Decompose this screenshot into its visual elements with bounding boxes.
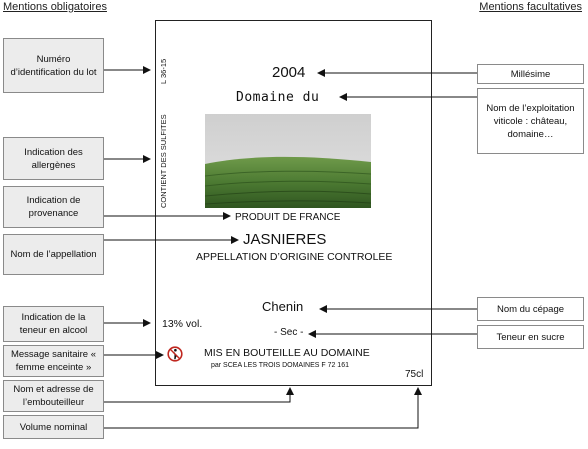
label-origin: PRODUIT DE FRANCE	[235, 212, 341, 223]
box-estate-name: Nom de l’exploitation viticole : château…	[477, 88, 584, 154]
label-alcohol: 13% vol.	[162, 318, 203, 330]
box-alcohol: Indication de la teneur en alcool	[3, 306, 104, 342]
arrow-bottler	[104, 387, 294, 403]
heading-mandatory: Mentions obligatoires	[3, 1, 107, 13]
box-appellation: Nom de l’appellation	[3, 234, 104, 275]
heading-optional: Mentions facultatives	[479, 1, 582, 13]
label-sugar: - Sec -	[274, 327, 304, 338]
label-appellation: JASNIERES	[243, 231, 327, 248]
pregnancy-warning-icon	[167, 346, 183, 362]
label-year: 2004	[272, 64, 306, 81]
arrow-volume	[104, 387, 422, 429]
box-sugar-content: Teneur en sucre	[477, 325, 584, 349]
box-lot-number: Numéro d’identification du lot	[3, 38, 104, 93]
label-bottler: par SCEA LES TROIS DOMAINES F 72 161	[211, 362, 349, 369]
label-aoc: APPELLATION D’ORIGINE CONTROLEE	[196, 251, 393, 263]
box-grape-variety: Nom du cépage	[477, 297, 584, 321]
label-volume: 75cl	[405, 369, 424, 380]
label-grape: Chenin	[262, 299, 304, 314]
box-vintage: Millésime	[477, 64, 584, 84]
label-bottled: MIS EN BOUTEILLE AU DOMAINE	[204, 347, 370, 359]
vineyard-photo	[205, 114, 371, 208]
label-estate: Domaine du	[236, 90, 320, 105]
box-bottler: Nom et adresse de l’embouteilleur	[3, 380, 104, 412]
box-allergens: Indication des allergènes	[3, 137, 104, 180]
box-provenance: Indication de provenance	[3, 186, 104, 228]
box-volume: Volume nominal	[3, 415, 104, 439]
box-pregnancy-warning: Message sanitaire « femme enceinte »	[3, 345, 104, 377]
